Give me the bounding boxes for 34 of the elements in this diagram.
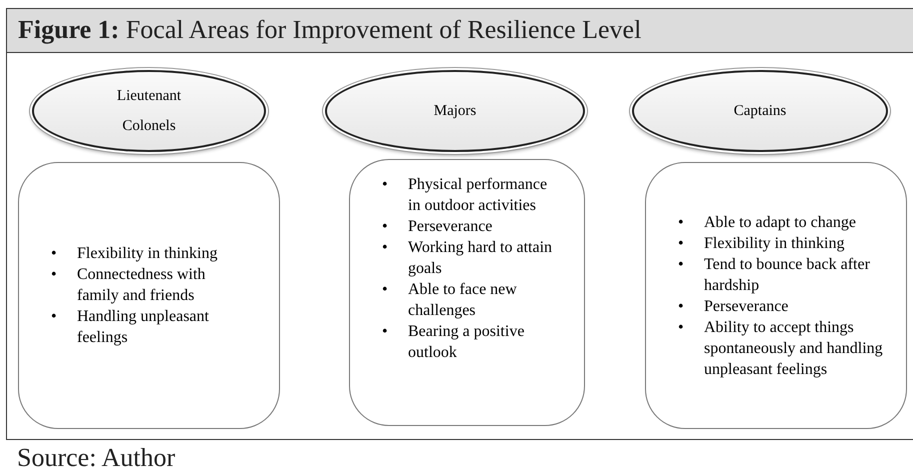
rank-label: Captains [732,102,788,121]
bullet-text: Able to face new challenges [408,280,518,321]
bullet-marker: • [382,280,389,300]
bullet-text: Perseverance [408,217,492,237]
source-note: Source: Author [17,443,176,473]
bullet-marker: • [382,238,389,258]
bullet-marker: • [51,307,58,327]
rounded-box [18,162,280,429]
bullet-marker: • [678,254,685,274]
bullet-marker: • [678,212,685,232]
rounded-box [645,162,907,429]
bullet-marker: • [382,322,389,342]
bullet-text: Able to adapt to change [704,212,856,232]
bullet-text: Handling unpleasant feelings [77,307,210,348]
bullet-text: Working hard to attain goals [408,238,554,279]
bullet-marker: • [678,296,685,316]
rank-label: Lieutenant Colonels [116,87,182,136]
figure-title: Figure 1: Focal Areas for Improvement of Resilience Level [18,14,642,46]
bullet-marker: • [678,318,685,338]
bullet-text: Tend to bounce back after hardship [704,254,871,296]
bullet-text: Flexibility in thinking [77,244,218,264]
bullet-text: Ability to accept things spontaneously and handling unpleasant feelings [704,318,884,380]
bullet-marker: • [382,217,389,237]
bullet-text: Bearing a positive outlook [408,322,526,363]
rank-label: Majors [432,102,478,121]
bullet-text: Perseverance [704,296,788,316]
bullet-text: Physical performance in outdoor activities [408,175,548,216]
bullet-marker: • [678,234,685,254]
bullet-marker: • [51,244,58,264]
bullet-marker: • [51,265,58,285]
bullet-marker: • [382,175,389,195]
bullet-text: Flexibility in thinking [704,234,844,254]
bullet-text: Connectedness with family and friends [77,265,206,306]
rounded-box [349,159,585,426]
